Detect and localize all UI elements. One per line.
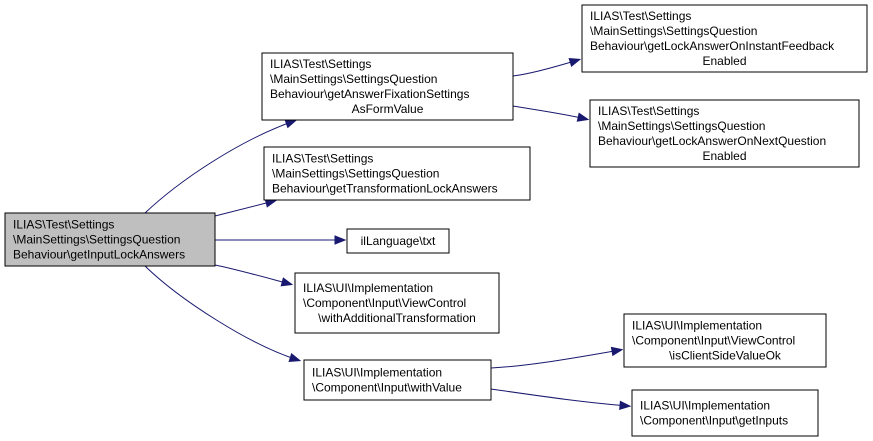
node-label-line: ILIAS\UI\Implementation <box>640 399 770 413</box>
edges <box>144 57 632 411</box>
arrowhead-fixation-to-instant <box>568 57 582 68</box>
node-label-line: Behaviour\getLockAnswerOnNextQuestion <box>598 134 826 148</box>
node-label-line: \MainSettings\SettingsQuestion <box>598 119 765 133</box>
arrowhead-root-to-withvalue <box>288 352 302 362</box>
node-label-line: AsFormValue <box>352 102 424 116</box>
node-label-line: ILIAS\Test\Settings <box>590 9 691 23</box>
node-withvalue[interactable]: ILIAS\UI\Implementation\Component\Input\… <box>303 359 492 401</box>
edge-withvalue-to-getinputs <box>490 388 629 407</box>
arrowhead-withvalue-to-clientside <box>610 346 624 357</box>
node-instant[interactable]: ILIAS\Test\Settings\MainSettings\Setting… <box>581 4 868 73</box>
node-root[interactable]: ILIAS\Test\Settings\MainSettings\Setting… <box>4 212 216 267</box>
arrowhead-root-to-fixation <box>284 119 298 129</box>
node-label-line: \MainSettings\SettingsQuestion <box>590 24 757 38</box>
node-box-getinputs[interactable] <box>631 389 819 437</box>
arrowhead-root-to-addtrans <box>280 277 294 287</box>
node-box-transform[interactable] <box>263 146 531 201</box>
node-getinputs[interactable]: ILIAS\UI\Implementation\Component\Input\… <box>631 389 819 437</box>
node-label-line: ILIAS\UI\Implementation <box>312 366 442 380</box>
node-label-line: ILIAS\Test\Settings <box>272 152 373 166</box>
node-label-line: ILIAS\UI\Implementation <box>303 281 433 295</box>
arrowhead-fixation-to-nextq <box>576 112 590 122</box>
node-box-fixation[interactable] <box>261 52 514 121</box>
node-label-line: \MainSettings\SettingsQuestion <box>272 167 439 181</box>
node-label-line: \Component\Input\getInputs <box>640 414 788 428</box>
node-box-clientside[interactable] <box>623 313 827 368</box>
node-label-line: Behaviour\getTransformationLockAnswers <box>272 182 498 196</box>
edge-root-to-fixation <box>144 120 295 214</box>
node-box-addtrans[interactable] <box>294 272 500 334</box>
node-label-line: \isClientSideValueOk <box>669 349 782 363</box>
node-label-line: ILIAS\Test\Settings <box>270 57 371 71</box>
node-box-nextq[interactable] <box>589 99 860 168</box>
node-label-line: \withAdditionalTransformation <box>318 311 476 325</box>
node-box-withvalue[interactable] <box>303 359 492 401</box>
node-label-line: Enabled <box>702 54 746 68</box>
arrowhead-withvalue-to-getinputs <box>619 400 632 411</box>
node-label-line: ilLanguage\txt <box>361 234 436 248</box>
node-label-line: Behaviour\getLockAnswerOnInstantFeedback <box>590 39 835 53</box>
node-clientside[interactable]: ILIAS\UI\Implementation\Component\Input\… <box>623 313 827 368</box>
edge-fixation-to-nextq <box>512 105 587 120</box>
node-box-root[interactable] <box>4 212 216 267</box>
edge-root-to-transform <box>214 200 275 217</box>
node-box-txt[interactable] <box>346 228 450 254</box>
node-box-instant[interactable] <box>581 4 868 73</box>
edge-fixation-to-instant <box>512 59 579 77</box>
node-transform[interactable]: ILIAS\Test\Settings\MainSettings\Setting… <box>263 146 531 201</box>
node-txt[interactable]: ilLanguage\txt <box>346 228 450 254</box>
node-label-line: Enabled <box>702 149 746 163</box>
edge-withvalue-to-clientside <box>490 349 621 369</box>
edge-root-to-addtrans <box>214 264 291 285</box>
node-label-line: \Component\Input\ViewControl <box>303 296 466 310</box>
node-label-line: ILIAS\UI\Implementation <box>632 319 762 333</box>
node-label-line: \Component\Input\withValue <box>312 381 462 395</box>
node-label-line: \MainSettings\SettingsQuestion <box>13 233 180 247</box>
node-label-line: Behaviour\getInputLockAnswers <box>13 248 185 262</box>
arrowhead-root-to-txt <box>334 235 347 245</box>
nodes: ILIAS\Test\Settings\MainSettings\Setting… <box>4 4 868 437</box>
node-label-line: Behaviour\getAnswerFixationSettings <box>270 87 469 101</box>
node-fixation[interactable]: ILIAS\Test\Settings\MainSettings\Setting… <box>261 52 514 121</box>
node-nextq[interactable]: ILIAS\Test\Settings\MainSettings\Setting… <box>589 99 860 168</box>
node-label-line: ILIAS\Test\Settings <box>598 104 699 118</box>
node-addtrans[interactable]: ILIAS\UI\Implementation\Component\Input\… <box>294 272 500 334</box>
node-label-line: \MainSettings\SettingsQuestion <box>270 72 437 86</box>
node-label-line: \Component\Input\ViewControl <box>632 334 795 348</box>
edge-root-to-withvalue <box>144 265 299 361</box>
node-label-line: ILIAS\Test\Settings <box>13 218 114 232</box>
